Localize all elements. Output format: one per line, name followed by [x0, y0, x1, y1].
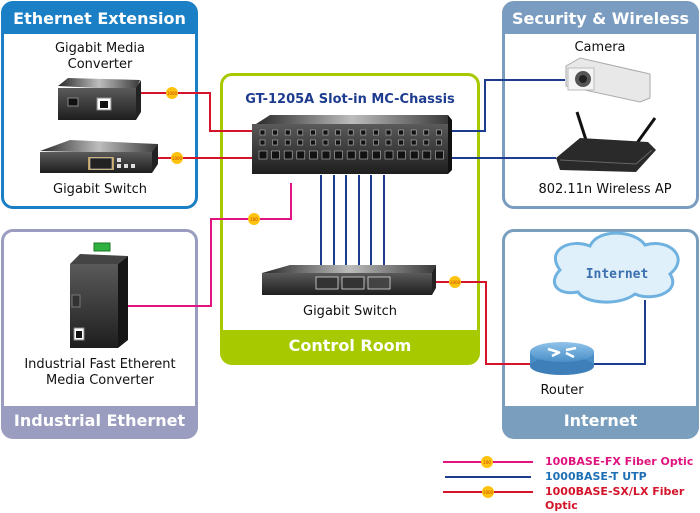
- svg-text:1000: 1000: [167, 91, 178, 96]
- link-router-cloud: [594, 300, 646, 365]
- chassis-slot: [397, 129, 406, 160]
- badge-sx-router: 1000: [449, 276, 461, 288]
- label-chassis: GT-1205A Slot-in MC-Chassis: [245, 92, 455, 107]
- panel-security-wireless: Security & Wireless: [502, 1, 699, 209]
- panel-title-industrial-ethernet: Industrial Ethernet: [4, 406, 195, 436]
- panel-title-ethernet-extension: Ethernet Extension: [4, 4, 195, 34]
- svg-text:1000: 1000: [483, 490, 494, 495]
- label-gigabit-switch-left: Gigabit Switch: [53, 182, 147, 197]
- badge-sx-switch: 1000: [171, 152, 183, 164]
- legend-utp: 1000BASE-T UTP: [545, 470, 647, 483]
- link-chassis-camera: [448, 79, 565, 132]
- legend-lines: 100 1000: [443, 456, 533, 498]
- panel-title-internet: Internet: [505, 406, 696, 436]
- badge-fx-industrial: 100: [248, 213, 260, 225]
- chassis-slot: [372, 129, 381, 160]
- chassis-slot: [409, 129, 419, 160]
- chassis-slot: [271, 129, 280, 160]
- chassis-slot: [435, 129, 444, 160]
- link-industrial-chassis: [128, 183, 292, 307]
- label-wireless-ap: 802.11n Wireless AP: [538, 182, 672, 197]
- wireless-ap-icon: [556, 111, 657, 172]
- chassis-slot: [321, 129, 331, 160]
- label-gigabit-media-converter: Gigabit Media Converter: [54, 41, 146, 72]
- panel-title-security-wireless: Security & Wireless: [505, 4, 696, 34]
- svg-text:100: 100: [483, 460, 491, 465]
- gigabit-media-converter-icon: [58, 78, 141, 120]
- svg-text:1000: 1000: [172, 156, 183, 161]
- legend-fx: 100BASE-FX Fiber Optic: [545, 455, 694, 468]
- link-switch-router: [436, 281, 530, 365]
- gigabit-switch-center-icon: [262, 265, 436, 295]
- chassis-slot: [359, 129, 369, 160]
- legend-sx: 1000BASE-SX/LX Fiber Optic: [545, 485, 685, 512]
- camera-icon: [565, 57, 651, 103]
- panel-ethernet-extension: Ethernet Extension: [1, 1, 198, 209]
- links-chassis-switch: [320, 175, 385, 265]
- svg-text:1000: 1000: [450, 280, 461, 285]
- cloud-label: Internet: [586, 267, 649, 282]
- chassis-slot: [346, 129, 356, 160]
- network-diagram: 1000 1000 100 1000: [40, 57, 680, 498]
- chassis-slot: [384, 129, 394, 160]
- internet-cloud-icon: Internet: [553, 231, 680, 304]
- label-camera: Camera: [574, 40, 626, 55]
- badge-sx-converter: 1000: [166, 87, 178, 99]
- chassis-slot: [422, 129, 432, 160]
- gigabit-switch-left-icon: [40, 140, 158, 173]
- panel-title-control-room: Control Room: [223, 330, 477, 362]
- mc-chassis-icon: [252, 115, 452, 174]
- industrial-converter-icon: [70, 242, 128, 348]
- chassis-slot: [309, 129, 318, 160]
- label-gigabit-switch-center: Gigabit Switch: [303, 304, 397, 319]
- chassis-slot: [334, 129, 343, 160]
- label-industrial-converter: Industrial Fast Etherent Media Converter: [24, 357, 176, 388]
- chassis-slot: [296, 129, 306, 160]
- label-router: Router: [540, 383, 584, 398]
- svg-text:100: 100: [250, 217, 258, 222]
- chassis-slot: [283, 129, 293, 160]
- chassis-slot: [258, 129, 268, 160]
- router-icon: [530, 342, 594, 375]
